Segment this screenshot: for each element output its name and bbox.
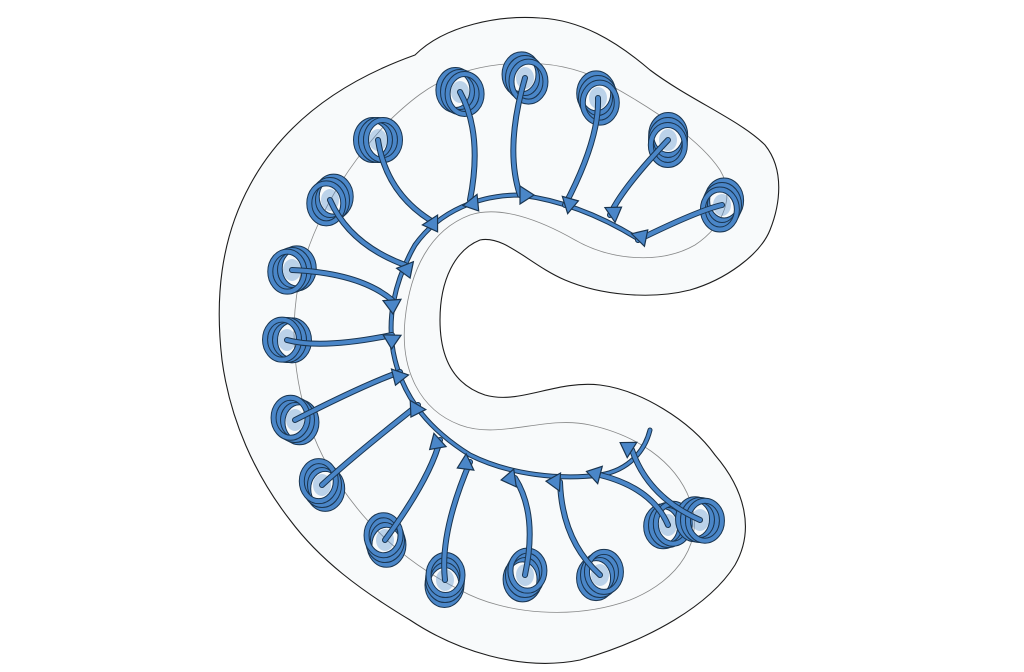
loop-ribbon	[376, 138, 432, 222]
loop-ribbon	[442, 460, 472, 582]
alpha-helix	[267, 245, 317, 295]
helix-turn	[584, 549, 623, 594]
alpha-helix	[576, 70, 620, 126]
helix-turn	[445, 71, 484, 116]
loop-ribbon	[513, 476, 532, 577]
strand-arrow	[390, 368, 410, 387]
strand-arrow	[421, 214, 439, 233]
alpha-helix	[576, 548, 624, 602]
loop-ribbon	[320, 403, 420, 487]
strand-arrow	[500, 467, 518, 488]
strand-arrow	[561, 195, 580, 215]
alpha-helix	[501, 51, 549, 105]
molecular-surface	[218, 16, 780, 664]
loop-ribbon	[511, 76, 527, 197]
strand-arrow	[461, 193, 480, 212]
strand-arrow	[603, 206, 623, 224]
loop-ribbon	[290, 268, 394, 302]
helix-turn	[364, 513, 403, 558]
strand-arrow	[456, 452, 475, 471]
helix-turn	[685, 498, 724, 543]
strand-arrow	[428, 432, 448, 451]
loop-ribbon	[285, 333, 394, 346]
loop-ribbon	[598, 473, 670, 527]
loop-ribbon	[293, 370, 402, 422]
strand-arrow	[409, 399, 428, 419]
helix-turn	[299, 459, 338, 504]
alpha-helix	[306, 173, 354, 227]
loop-ribbons	[284, 75, 725, 583]
strand-arrow	[630, 229, 649, 248]
strand-arrow	[395, 260, 415, 280]
alpha-helix	[363, 512, 407, 568]
loop-ribbon	[558, 480, 602, 577]
helix-turn	[580, 80, 619, 125]
strand-arrow	[544, 471, 562, 493]
helix-turn	[506, 56, 544, 100]
loop-ribbon	[630, 448, 702, 522]
loop-ribbon	[458, 90, 477, 202]
strand-arrow	[381, 334, 403, 351]
helix-ring	[262, 51, 745, 608]
strand-arrow	[585, 465, 604, 485]
alpha-helix	[262, 316, 312, 364]
beta-strand-arrows	[381, 184, 649, 493]
helix-turn	[271, 395, 310, 440]
loop-ribbon	[328, 198, 407, 267]
loop-ribbon	[636, 203, 724, 242]
loop-ribbon	[563, 96, 601, 207]
helix-turn	[648, 122, 687, 167]
helix-turn	[307, 181, 346, 226]
strand-arrow	[381, 298, 403, 316]
strand-arrow	[519, 184, 536, 206]
helix-turn	[509, 59, 548, 104]
strand-arrow	[619, 441, 638, 459]
